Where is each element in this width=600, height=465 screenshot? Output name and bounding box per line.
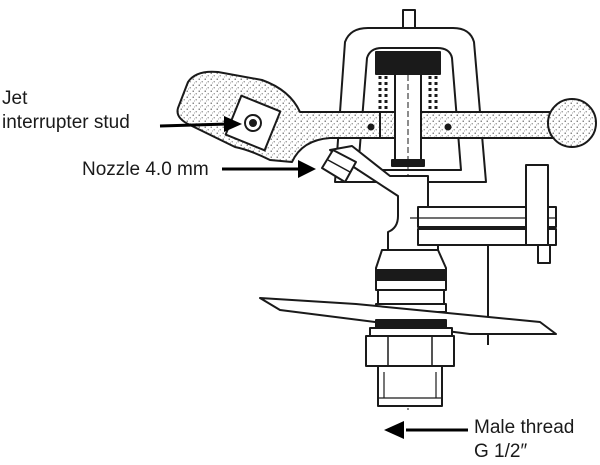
male-thread-label-line1: Male thread: [474, 417, 575, 438]
jet-interrupter-label-line2: interrupter stud: [2, 112, 130, 133]
bracket-plate-top: [417, 206, 557, 228]
interrupter-stud-inner: [249, 119, 257, 127]
jet-interrupter-arrow-line: [159, 122, 229, 128]
top-stud: [402, 9, 416, 30]
lower-ring-2: [377, 289, 445, 305]
counterweight-ball: [547, 98, 597, 148]
callout-arrows: [159, 116, 468, 439]
hex-nut: [365, 335, 455, 367]
pivot-dot-right: [444, 123, 452, 131]
bracket-post-foot: [537, 244, 551, 264]
male-thread: [377, 365, 443, 407]
nozzle-arrowhead: [298, 160, 316, 178]
spring-coils: [378, 76, 438, 112]
spring-top-cap: [375, 51, 441, 67]
jet-interrupter-label-line1: Jet: [2, 88, 28, 109]
lower-ring-1: [375, 269, 447, 281]
male-thread-arrowhead: [384, 421, 404, 439]
deflector-blade: [259, 297, 557, 335]
spindle-washer: [391, 159, 425, 167]
pivot-dot-left: [367, 123, 375, 131]
jet-interrupter-arrowhead: [224, 116, 242, 132]
male-thread-label-line2: G 1/2″: [474, 441, 528, 462]
collar-ring-a: [375, 319, 447, 329]
bracket-post: [525, 164, 549, 246]
collar-ring-b: [369, 327, 453, 337]
nozzle-label: Nozzle 4.0 mm: [82, 159, 209, 180]
